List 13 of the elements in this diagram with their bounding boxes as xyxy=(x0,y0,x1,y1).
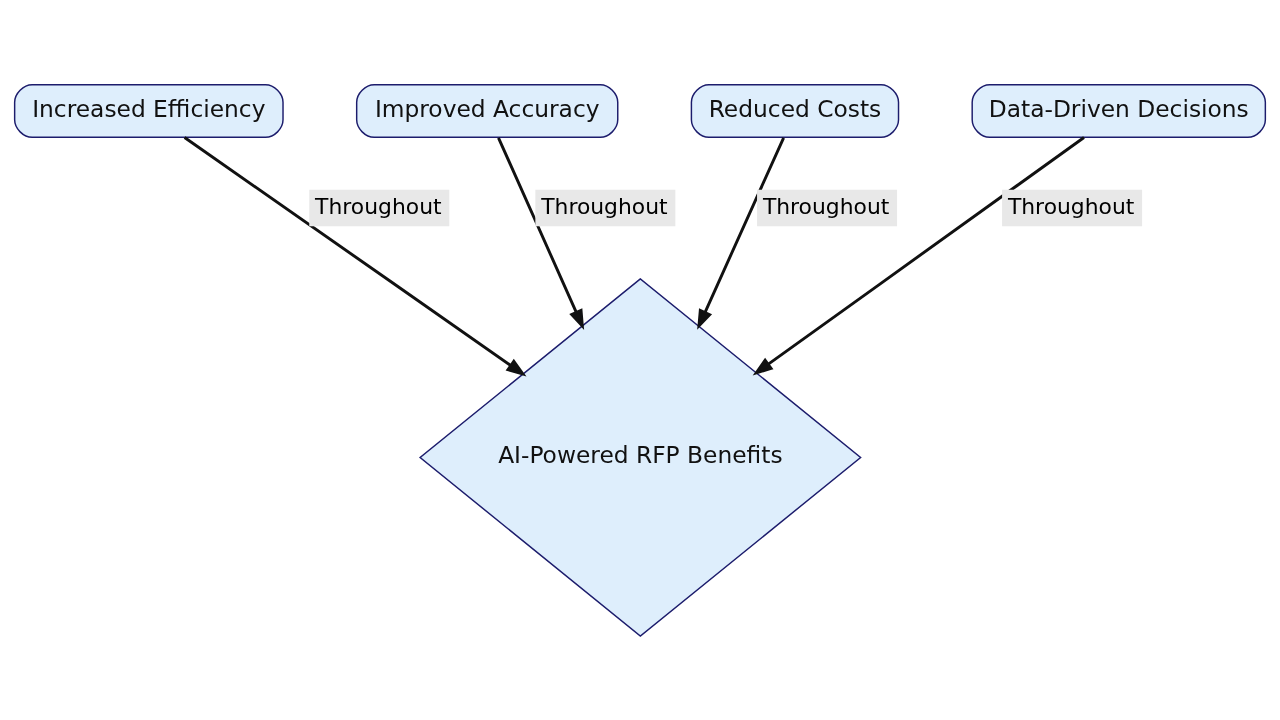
edge-label: Throughout xyxy=(762,193,890,219)
edge-label: Throughout xyxy=(541,193,668,219)
arrow xyxy=(697,136,785,330)
node-diamond: AI-Powered RFP Benefits xyxy=(418,277,862,637)
arrow xyxy=(752,135,1085,375)
arrow xyxy=(497,136,585,330)
arrow xyxy=(183,135,527,376)
node-box: Data-Driven Decisions xyxy=(971,83,1267,138)
node-box: Improved Accuracy xyxy=(355,83,619,138)
edge-label: Throughout xyxy=(315,193,442,219)
edge-label: Throughout xyxy=(1007,193,1135,219)
node-box: Reduced Costs xyxy=(690,83,900,138)
node-box: Increased Efficiency xyxy=(13,83,284,138)
